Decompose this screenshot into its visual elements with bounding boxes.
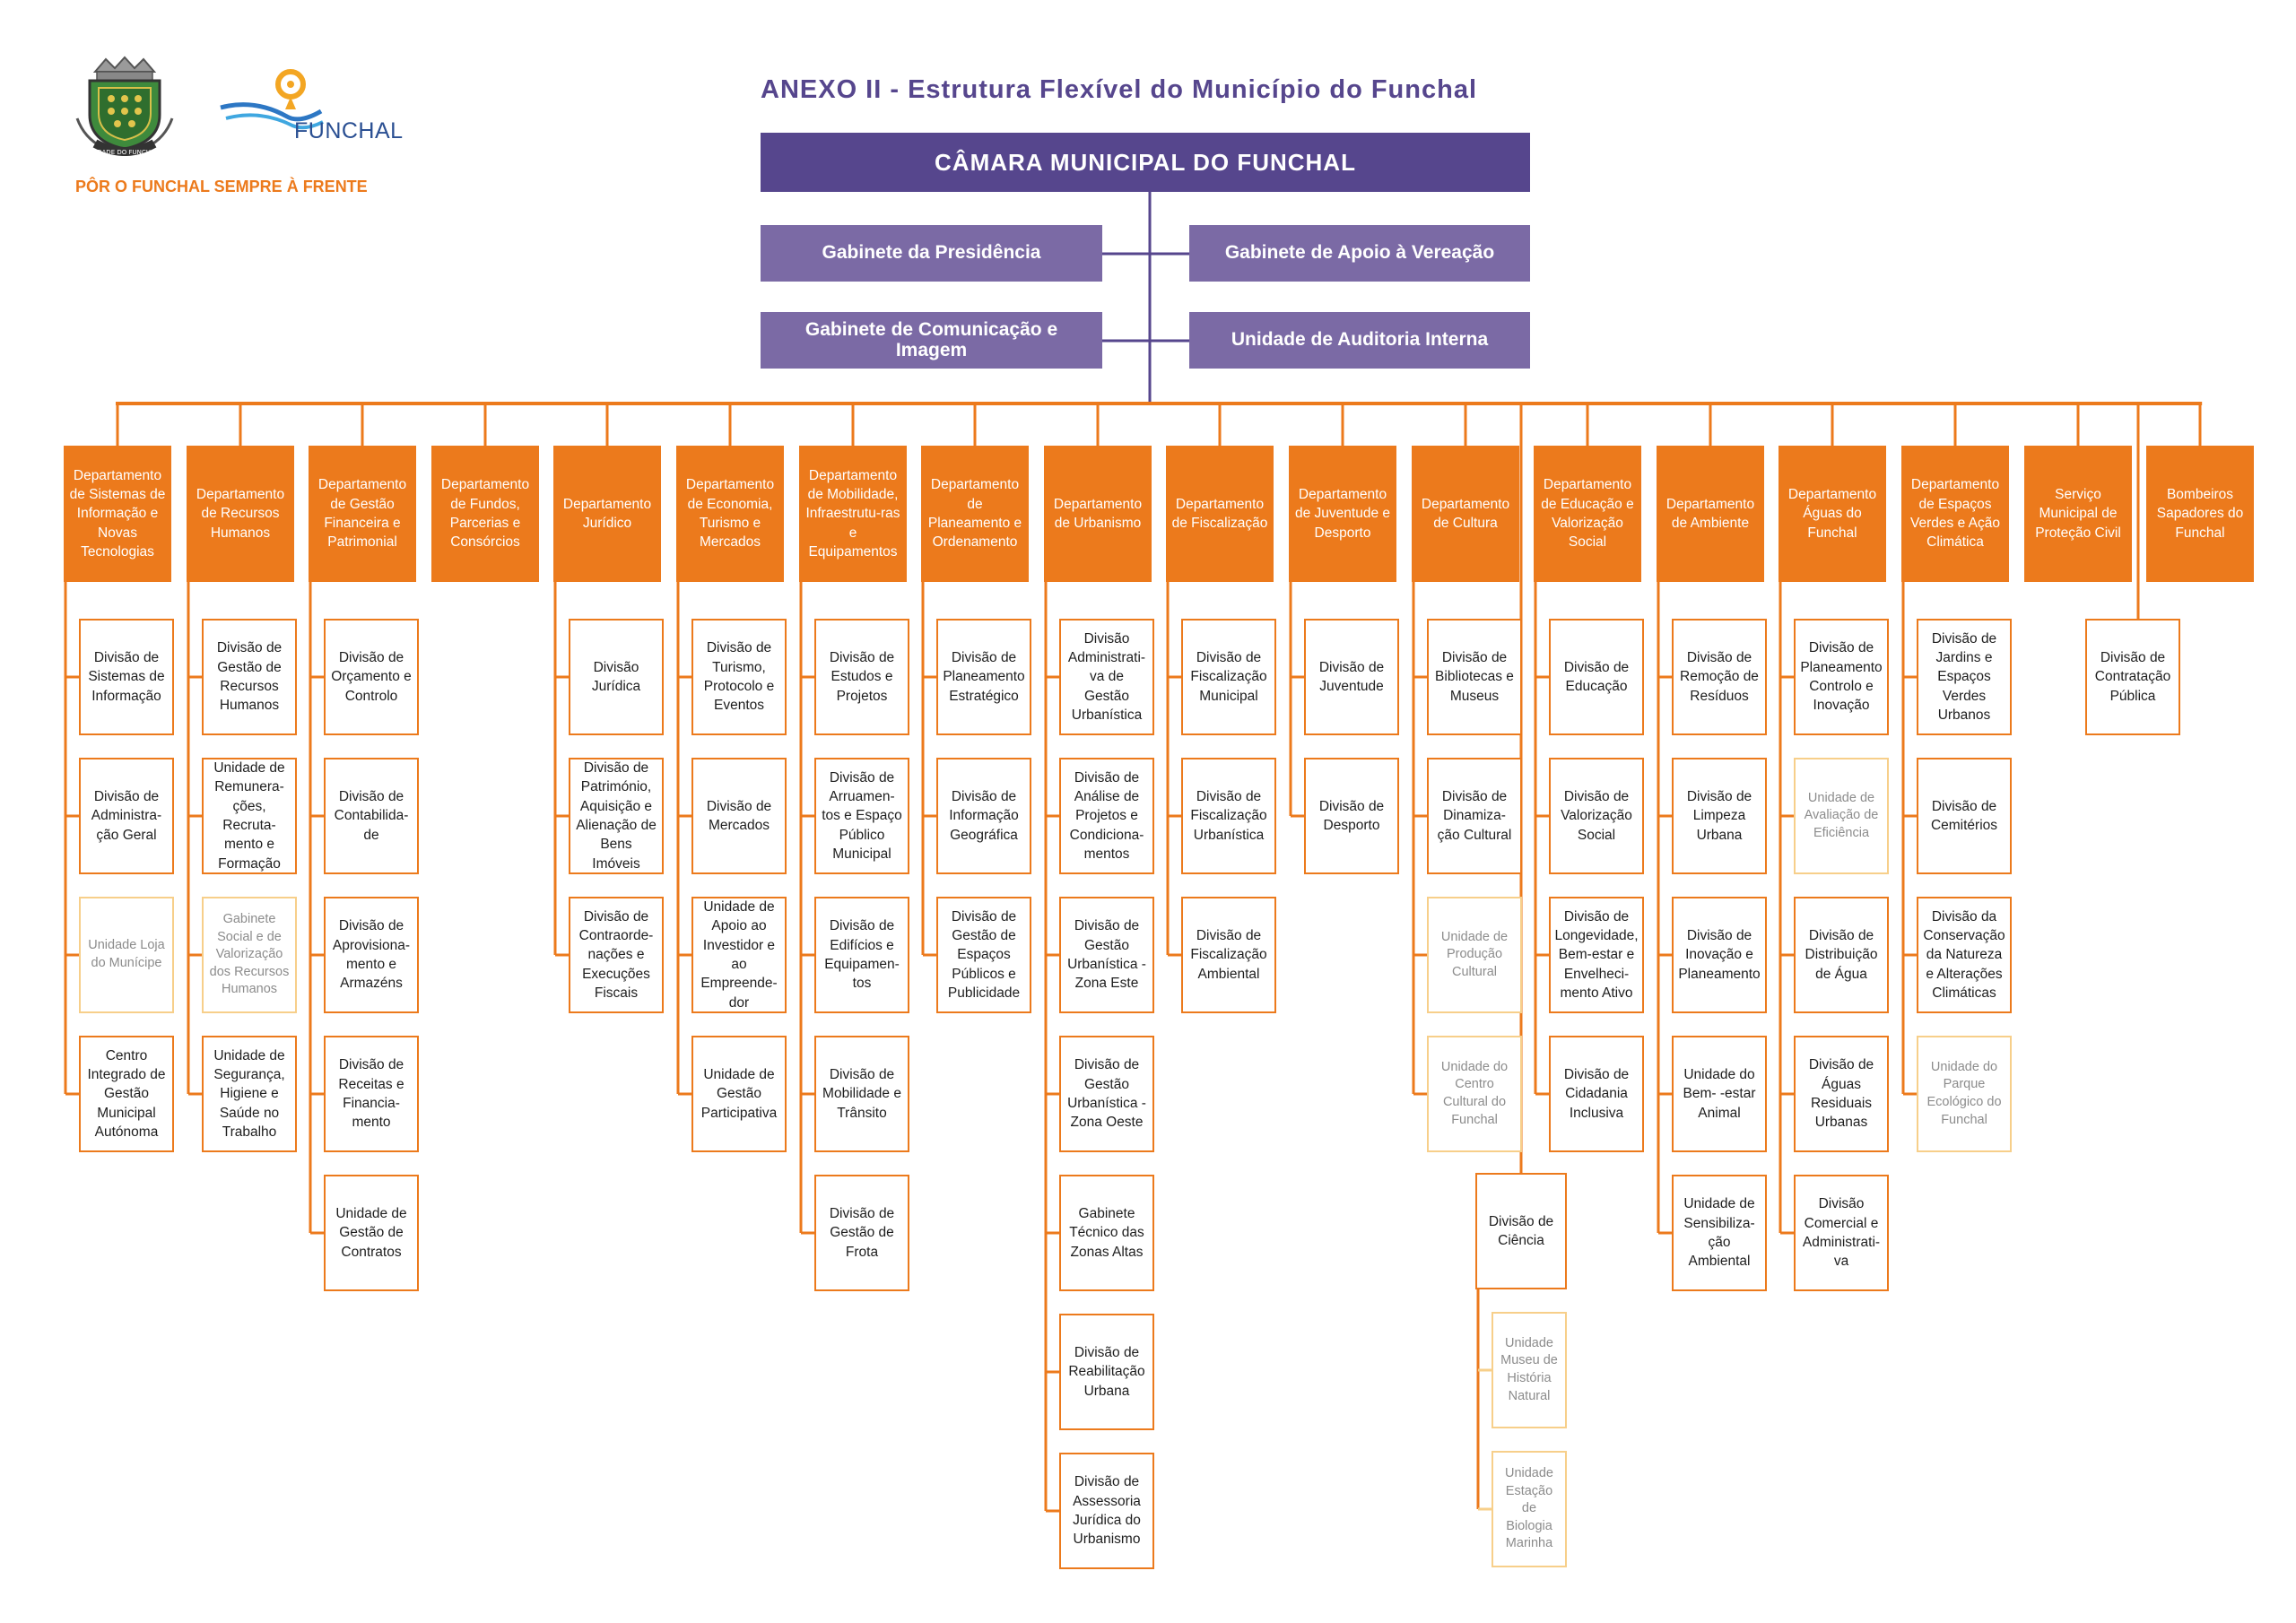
division-box: Divisão de Gestão de Recursos Humanos bbox=[202, 619, 297, 735]
division-box: Divisão de Desporto bbox=[1304, 758, 1399, 874]
division-box: Divisão de Assessoria Jurídica do Urbani… bbox=[1059, 1453, 1154, 1569]
division-box: Divisão de Análise de Projetos e Condici… bbox=[1059, 758, 1154, 874]
division-box: Unidade de Sensibiliza-ção Ambiental bbox=[1672, 1175, 1767, 1291]
unit-box: Gabinete Social e de Valorização dos Rec… bbox=[202, 897, 297, 1013]
unit-box: Unidade Loja do Munícipe bbox=[79, 897, 174, 1013]
unit-box: Unidade do Centro Cultural do Funchal bbox=[1427, 1036, 1522, 1152]
department-box: Departamento de Cultura bbox=[1412, 446, 1519, 582]
division-box: Divisão de Contratação Pública bbox=[2085, 619, 2180, 735]
division-box: Divisão de Cemitérios bbox=[1917, 758, 2012, 874]
division-box: Divisão de Contabilida-de bbox=[324, 758, 419, 874]
division-box: Divisão de Planeamento Estratégico bbox=[936, 619, 1031, 735]
division-box: Divisão de Orçamento e Controlo bbox=[324, 619, 419, 735]
department-box: Departamento de Sistemas de Informação e… bbox=[64, 446, 171, 582]
division-box: Divisão de Limpeza Urbana bbox=[1672, 758, 1767, 874]
division-box: Divisão de Gestão Urbanística - Zona Oes… bbox=[1059, 1036, 1154, 1152]
division-box: Divisão de Educação bbox=[1549, 619, 1644, 735]
division-box: Divisão de Longevidade, Bem-estar e Enve… bbox=[1549, 897, 1644, 1013]
division-box: Unidade de Gestão Participativa bbox=[691, 1036, 787, 1152]
division-box: Divisão de Reabilitação Urbana bbox=[1059, 1314, 1154, 1430]
division-box: Divisão de Jardins e Espaços Verdes Urba… bbox=[1917, 619, 2012, 735]
division-box: Divisão de Distribuição de Água bbox=[1794, 897, 1889, 1013]
division-box: Unidade de Apoio ao Investidor e ao Empr… bbox=[691, 897, 787, 1013]
division-box: Divisão de Aprovisiona-mento e Armazéns bbox=[324, 897, 419, 1013]
slogan: PÔR O FUNCHAL SEMPRE À FRENTE bbox=[75, 178, 368, 195]
department-box: Departamento de Fiscalização bbox=[1166, 446, 1274, 582]
division-box: Divisão de Bibliotecas e Museus bbox=[1427, 619, 1522, 735]
department-box: Departamento Jurídico bbox=[553, 446, 661, 582]
municipal-crest-icon: CIDADE DO FUNCHAL bbox=[75, 56, 174, 161]
division-box: Unidade de Remunera-ções, Recruta-mento … bbox=[202, 758, 297, 874]
funchal-logo-icon bbox=[219, 66, 326, 143]
division-box: Divisão de Informação Geográfica bbox=[936, 758, 1031, 874]
division-box: Divisão de Águas Residuais Urbanas bbox=[1794, 1036, 1889, 1152]
department-box: Bombeiros Sapadores do Funchal bbox=[2146, 446, 2254, 582]
division-box: Divisão de Juventude bbox=[1304, 619, 1399, 735]
department-box: Departamento de Educação e Valorização S… bbox=[1534, 446, 1641, 582]
division-box: Divisão de Fiscalização Ambiental bbox=[1181, 897, 1276, 1013]
department-box: Departamento de Recursos Humanos bbox=[187, 446, 294, 582]
department-box: Departamento de Fundos, Parcerias e Cons… bbox=[431, 446, 539, 582]
division-box: Divisão de Dinamiza-ção Cultural bbox=[1427, 758, 1522, 874]
department-box: Departamento de Juventude e Desporto bbox=[1289, 446, 1396, 582]
division-box: Divisão de Fiscalização Urbanística bbox=[1181, 758, 1276, 874]
division-box: Divisão de Património, Aquisição e Alien… bbox=[569, 758, 664, 874]
division-box: Divisão de Mercados bbox=[691, 758, 787, 874]
division-box: Divisão de Mobilidade e Trânsito bbox=[814, 1036, 909, 1152]
division-box: Divisão de Gestão Urbanística - Zona Est… bbox=[1059, 897, 1154, 1013]
unit-box: Unidade Museu de História Natural bbox=[1492, 1312, 1567, 1428]
unit-box: Unidade de Avaliação de Eficiência bbox=[1794, 758, 1889, 874]
division-box: Unidade do Bem- -estar Animal bbox=[1672, 1036, 1767, 1152]
gabinete-comunicacao-box: Gabinete de Comunicação e Imagem bbox=[761, 312, 1102, 369]
division-box: Gabinete Técnico das Zonas Altas bbox=[1059, 1175, 1154, 1291]
department-box: Departamento Águas do Funchal bbox=[1779, 446, 1886, 582]
page-title: ANEXO II - Estrutura Flexível do Municíp… bbox=[761, 75, 1478, 104]
gabinete-apoio-vereacao-box: Gabinete de Apoio à Vereação bbox=[1189, 225, 1530, 282]
unit-box: Unidade do Parque Ecológico do Funchal bbox=[1917, 1036, 2012, 1152]
division-box: Divisão de Valorização Social bbox=[1549, 758, 1644, 874]
unidade-auditoria-box: Unidade de Auditoria Interna bbox=[1189, 312, 1530, 369]
division-box: Divisão de Cidadania Inclusiva bbox=[1549, 1036, 1644, 1152]
division-box: Divisão de Administra-ção Geral bbox=[79, 758, 174, 874]
division-box: Unidade de Segurança, Higiene e Saúde no… bbox=[202, 1036, 297, 1152]
unit-box: Unidade de Produção Cultural bbox=[1427, 897, 1522, 1013]
division-box: Divisão de Turismo, Protocolo e Eventos bbox=[691, 619, 787, 735]
division-box: Divisão de Edifícios e Equipamen-tos bbox=[814, 897, 909, 1013]
unit-box: Unidade Estação de Biologia Marinha bbox=[1492, 1451, 1567, 1567]
division-box: Divisão de Receitas e Financia-mento bbox=[324, 1036, 419, 1152]
department-box: Departamento de Ambiente bbox=[1657, 446, 1764, 582]
division-box: Divisão Jurídica bbox=[569, 619, 664, 735]
division-box: Divisão de Arruamen-tos e Espaço Público… bbox=[814, 758, 909, 874]
division-box: Divisão de Estudos e Projetos bbox=[814, 619, 909, 735]
division-box: Divisão de Remoção de Resíduos bbox=[1672, 619, 1767, 735]
division-box: Divisão de Contraorde-nações e Execuções… bbox=[569, 897, 664, 1013]
crest-caption: CIDADE DO FUNCHAL bbox=[91, 149, 158, 156]
division-box: Unidade de Gestão de Contratos bbox=[324, 1175, 419, 1291]
division-box: Divisão de Gestão de Frota bbox=[814, 1175, 909, 1291]
division-box: Divisão da Conservação da Natureza e Alt… bbox=[1917, 897, 2012, 1013]
department-box: Serviço Municipal de Proteção Civil bbox=[2024, 446, 2132, 582]
division-box: Centro Integrado de Gestão Municipal Aut… bbox=[79, 1036, 174, 1152]
division-box: Divisão de Inovação e Planeamento bbox=[1672, 897, 1767, 1013]
division-box: Divisão de Planeamento Controlo e Inovaç… bbox=[1794, 619, 1889, 735]
department-box: Departamento de Gestão Financeira e Patr… bbox=[309, 446, 416, 582]
department-box: Departamento de Economia, Turismo e Merc… bbox=[676, 446, 784, 582]
division-box: Divisão Comercial e Administrati-va bbox=[1794, 1175, 1889, 1291]
camara-municipal-box: CÂMARA MUNICIPAL DO FUNCHAL bbox=[761, 133, 1530, 192]
division-box: Divisão de Ciência bbox=[1475, 1173, 1567, 1289]
division-box: Divisão de Sistemas de Informação bbox=[79, 619, 174, 735]
department-box: Departamento de Mobilidade, Infraestrutu… bbox=[799, 446, 907, 582]
department-box: Departamento de Urbanismo bbox=[1044, 446, 1152, 582]
division-box: Divisão de Gestão de Espaços Públicos e … bbox=[936, 897, 1031, 1013]
department-box: Departamento de Planeamento e Ordenament… bbox=[921, 446, 1029, 582]
division-box: Divisão de Fiscalização Municipal bbox=[1181, 619, 1276, 735]
division-box: Divisão Administrati-va de Gestão Urbaní… bbox=[1059, 619, 1154, 735]
brand-name: FUNCHAL bbox=[294, 118, 404, 143]
gabinete-presidencia-box: Gabinete da Presidência bbox=[761, 225, 1102, 282]
department-box: Departamento de Espaços Verdes e Ação Cl… bbox=[1901, 446, 2009, 582]
